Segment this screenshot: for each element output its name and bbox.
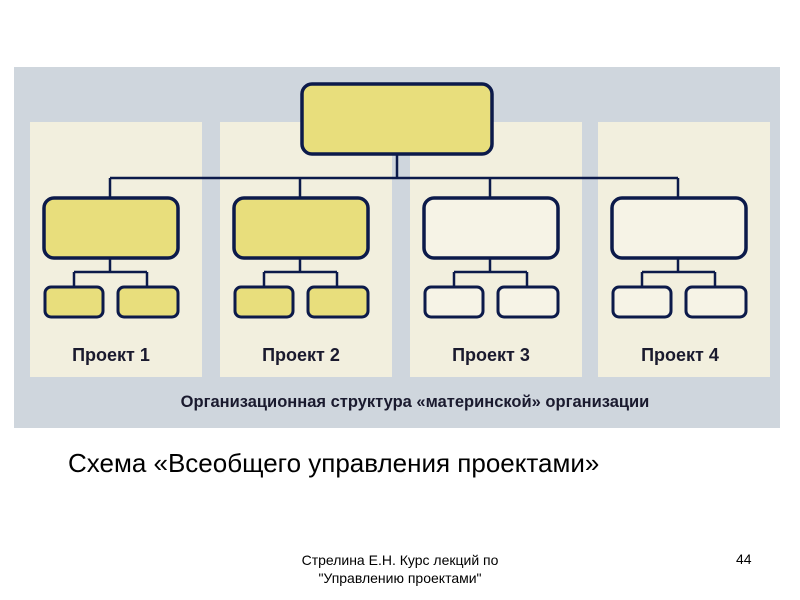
footer-line-2: "Управлению проектами" bbox=[318, 570, 482, 586]
project-4-sub-box-right bbox=[684, 285, 748, 319]
org-structure-figure: Проект 1 Проект 2 Проект 3 Проект 4 Орга… bbox=[14, 67, 780, 428]
project-3-sub-box-right bbox=[496, 285, 560, 319]
slide-caption: Схема «Всеобщего управления проектами» bbox=[68, 448, 600, 478]
footer-author: Стрелина Е.Н. Курс лекций по "Управлению… bbox=[250, 551, 550, 587]
root-node-box bbox=[300, 82, 494, 156]
connector-lines bbox=[72, 155, 717, 287]
project-1-sub-box-left bbox=[43, 285, 105, 319]
project-4-sub-box-left bbox=[611, 285, 673, 319]
project-1-main-box bbox=[42, 196, 180, 260]
project-2-label: Проект 2 bbox=[262, 345, 340, 365]
project-3-sub-box-left bbox=[423, 285, 485, 319]
org-chart-svg: Проект 1 Проект 2 Проект 3 Проект 4 Орга… bbox=[14, 67, 780, 428]
project-4-label: Проект 4 bbox=[641, 345, 719, 365]
project-3-label: Проект 3 bbox=[452, 345, 530, 365]
footer-line-1: Стрелина Е.Н. Курс лекций по bbox=[301, 552, 499, 568]
project-2-sub-box-right bbox=[306, 285, 370, 319]
project-2-main-box bbox=[232, 196, 370, 260]
figure-caption: Организационная структура «материнской» … bbox=[181, 393, 650, 411]
project-4-main-box bbox=[610, 196, 748, 260]
project-1-sub-box-right bbox=[116, 285, 180, 319]
page-number: 44 bbox=[736, 551, 752, 567]
project-2-sub-box-left bbox=[233, 285, 295, 319]
project-1-label: Проект 1 bbox=[72, 345, 150, 365]
project-3-main-box bbox=[422, 196, 560, 260]
